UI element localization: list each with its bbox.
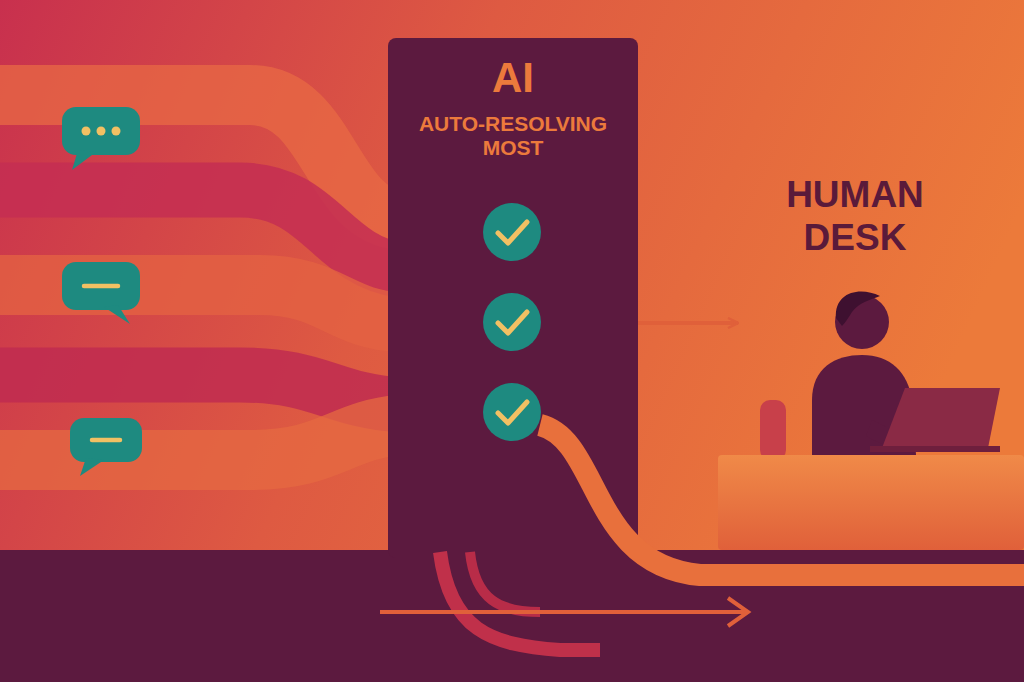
flow-arrow bbox=[380, 610, 745, 614]
check-circle bbox=[483, 383, 541, 441]
person-figure bbox=[760, 291, 1000, 460]
flow-bands bbox=[0, 95, 400, 460]
speech-bubble bbox=[62, 107, 140, 170]
human-desk: HUMAN DESK bbox=[740, 170, 1010, 470]
check-circle bbox=[483, 203, 541, 261]
node-heading: HUMAN DESK bbox=[750, 174, 960, 259]
desk bbox=[718, 455, 1024, 550]
node-body: AUTO-RESOLVING MOST bbox=[395, 112, 631, 160]
speech-bubble bbox=[70, 418, 142, 476]
speech-bubble bbox=[62, 262, 140, 324]
node-heading: AI bbox=[398, 54, 628, 102]
arrow-head bbox=[728, 598, 748, 626]
flow-band bbox=[440, 552, 600, 650]
flow-band bbox=[470, 552, 540, 612]
check-circle bbox=[483, 293, 541, 351]
ai-panel-label: AI AUTO-RESOLVING MOST bbox=[388, 38, 638, 188]
flow-arrow bbox=[638, 321, 738, 325]
